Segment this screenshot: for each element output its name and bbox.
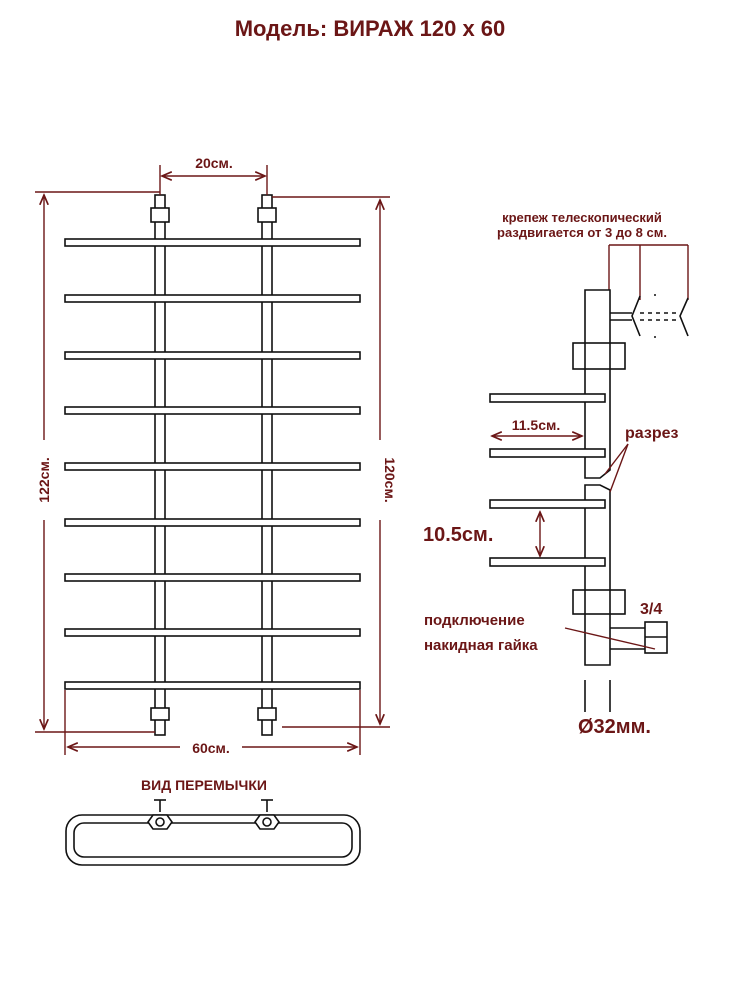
front-view: 20см. 122см. 120см. 60см. [34,155,398,757]
rung [64,406,361,415]
side-nut-bottom [572,589,626,615]
cut-label: разрез [625,425,678,442]
nut-bottom-left [150,707,170,721]
nut-top-left [150,207,170,223]
rung [64,518,361,527]
nut-top-right [257,207,277,223]
rungs [64,238,361,690]
rung [64,628,361,637]
rung [64,351,361,360]
connection-label-line1: подключение [424,612,525,629]
mount-label-line2: раздвигается от 3 до 8 см. [497,225,667,240]
center-height-label: 120см. [382,457,398,502]
diameter-label: Ø32мм. [578,716,651,738]
rung-spacing-label: 10.5см. [423,524,493,546]
rung [64,681,361,690]
side-nut-top [572,342,626,370]
nut-bottom-right [257,707,277,721]
rung [64,238,361,247]
connection-label-line2: накидная гайка [424,637,538,654]
width-label: 60см. [192,740,230,756]
telescopic-bracket [610,294,689,338]
thread-label: 3/4 [640,601,662,618]
page-title: Модель: ВИРАЖ 120 х 60 [235,16,506,41]
rung [64,573,361,582]
union-nut [610,621,668,654]
rung [64,462,361,471]
bridge-fitting-left [147,799,173,830]
rung [64,294,361,303]
side-rungs [489,393,606,567]
bridge-view: ВИД ПЕРЕМЫЧКИ [65,777,361,866]
mount-label-line1: крепеж телескопический [502,210,662,225]
bridge-fitting-right [254,799,280,830]
total-height-label: 122см. [36,457,52,502]
rung-depth-label: 11.5см. [512,417,561,433]
bridge-view-label: ВИД ПЕРЕМЫЧКИ [141,777,267,793]
pipe-spacing-label: 20см. [195,155,233,171]
side-view: крепеж телескопический раздвигается от 3… [423,210,689,738]
